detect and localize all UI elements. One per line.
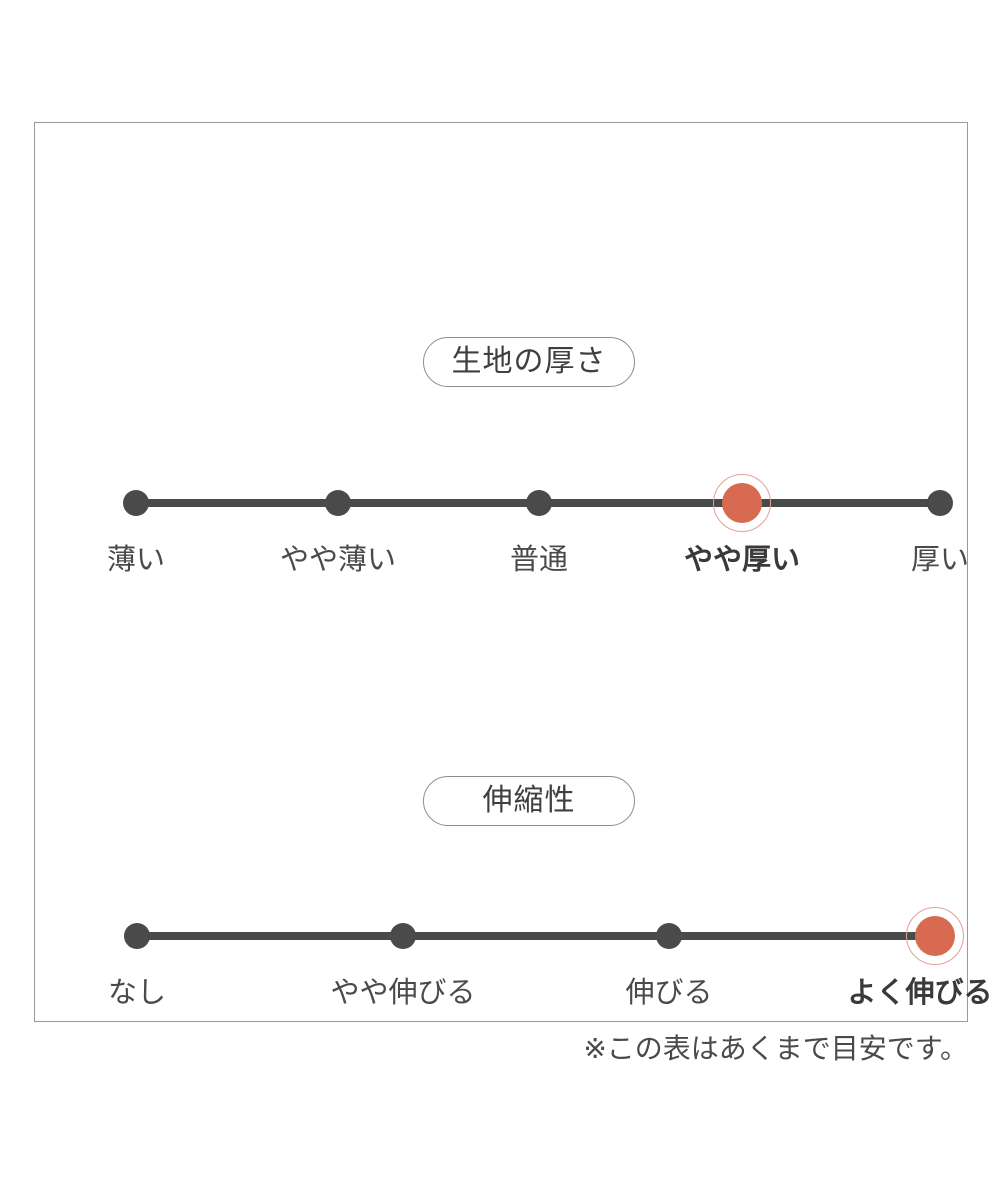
- scale-thickness-selected-ring: [713, 474, 771, 532]
- scale-thickness-label-2: 普通: [509, 542, 569, 576]
- scale-stretch-selected-ring: [906, 907, 964, 965]
- scale-thickness-dot-1[interactable]: [325, 490, 351, 516]
- scale-thickness: 薄い やや薄い 普通 やや厚い 厚い: [35, 438, 1000, 574]
- scale-thickness-dot-3-selected[interactable]: [722, 483, 762, 523]
- scale-thickness-dot-2[interactable]: [526, 490, 552, 516]
- scale-stretch-dot-3-selected[interactable]: [915, 916, 955, 956]
- scale-thickness-dot-0[interactable]: [123, 490, 149, 516]
- scale-thickness-label-3-selected: やや厚い: [683, 542, 801, 576]
- scale-stretch-label-2: 伸びる: [625, 975, 713, 1009]
- footnote-disclaimer: ※この表はあくまで目安です。: [583, 1032, 968, 1065]
- scale-stretch-dot-1[interactable]: [390, 923, 416, 949]
- scale-stretch-dot-0[interactable]: [124, 923, 150, 949]
- scale-stretch-dot-2[interactable]: [656, 923, 682, 949]
- section-title-stretch: 伸縮性: [423, 776, 635, 826]
- scale-stretch-track: [137, 932, 935, 940]
- scale-thickness-label-4: 厚い: [910, 542, 970, 576]
- scale-thickness-label-1: やや薄い: [279, 542, 397, 576]
- scale-stretch: なし やや伸びる 伸びる よく伸びる: [35, 871, 1000, 1007]
- section-title-thickness: 生地の厚さ: [423, 337, 635, 387]
- scale-thickness-label-0: 薄い: [106, 542, 166, 576]
- section-title-thickness-label: 生地の厚さ: [451, 344, 607, 379]
- scale-stretch-label-0: なし: [107, 975, 167, 1009]
- scale-thickness-dot-4[interactable]: [927, 490, 953, 516]
- scale-stretch-label-1: やや伸びる: [330, 975, 476, 1009]
- scale-stretch-label-3-selected: よく伸びる: [847, 975, 993, 1009]
- spec-panel: 生地の厚さ 薄い やや薄い 普通 やや厚い 厚い 伸縮性: [34, 122, 993, 1022]
- section-title-stretch-label: 伸縮性: [482, 783, 576, 818]
